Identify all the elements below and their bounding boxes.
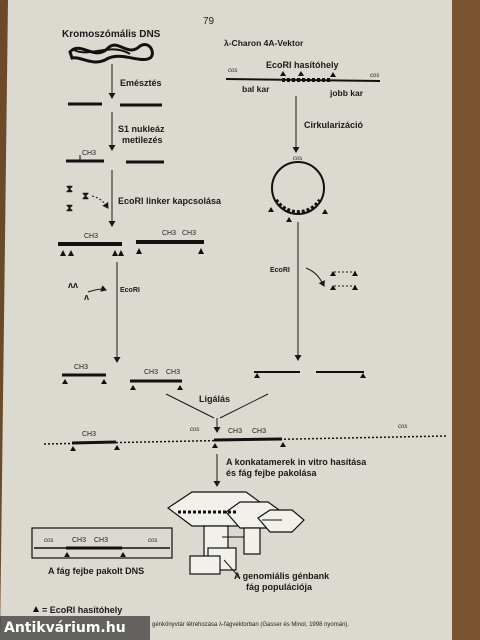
library-label-2: fág populációja: [246, 582, 313, 592]
ch3-label: CH3: [228, 428, 242, 435]
chromosomal-dna-strand: [73, 48, 131, 55]
packaging-label-1: A konkatamerek in vitro hasítása: [226, 457, 367, 467]
ch3-label: CH3: [166, 369, 180, 376]
phage-population: [166, 491, 305, 575]
stuffer-release-arrow: [305, 267, 325, 287]
step-methylation: metilezés: [122, 135, 163, 145]
phage-head-box: [31, 527, 173, 559]
linker-icon: ⧗: [66, 203, 73, 214]
cut-linker-icon: ᴧᴧ: [68, 280, 78, 290]
cos-label: cos: [370, 73, 379, 79]
cut-linker-icon: ᴧ: [84, 292, 89, 302]
circular-stuffer-region: [274, 198, 322, 215]
ecori-label-right: EcoRI: [270, 267, 290, 274]
packed-dna-label: A fág fejbe pakolt DNS: [48, 566, 144, 576]
left-arm-label: bal kar: [242, 84, 270, 94]
ecori-site-title: EcoRI hasítóhely: [266, 60, 339, 70]
circularization-label: Cirkularizáció: [304, 120, 364, 130]
ligation-line-right: [219, 393, 269, 419]
page-edge: [452, 0, 480, 640]
step-digestion: Emésztés: [120, 78, 162, 88]
ch3-label: CH3: [94, 537, 108, 544]
library-label-1: A genomiális génbank: [234, 571, 330, 581]
ch3-label: CH3: [82, 431, 96, 438]
cos-label: cos: [293, 156, 302, 162]
linker-icon: ⧗: [82, 191, 89, 202]
ligation-line-left: [165, 393, 215, 419]
cut-arrow: [87, 285, 107, 293]
vector-title: λ-Charon 4A-Vektor: [224, 38, 304, 48]
cos-label: cos: [44, 538, 53, 544]
ch3-label: CH3: [72, 537, 86, 544]
ch3-label: CH3: [182, 230, 196, 237]
ecori-site-markers: [280, 71, 336, 77]
ecori-site-markers: [330, 271, 358, 290]
concatemer-insert-2: [213, 437, 283, 442]
ch3-label: CH3: [252, 428, 266, 435]
legend-ecori: = EcoRI hasítóhely: [42, 605, 122, 615]
linker-icon: ⧗: [66, 184, 73, 195]
ch3-label: CH3: [74, 364, 88, 371]
library-pointer: [223, 559, 241, 579]
ch3-label: CH3: [82, 150, 96, 157]
concatemer-insert-1: [71, 440, 117, 445]
packaging-label-2: és fág fejbe pakolása: [226, 468, 318, 478]
paper-sheet: [0, 0, 460, 640]
ligation-label: Ligálás: [199, 394, 230, 404]
ch3-label: CH3: [162, 230, 176, 237]
linker-arrow: [91, 195, 109, 209]
step-linker-ligation: EcoRI linker kapcsolása: [118, 196, 222, 206]
right-arm-label: jobb kar: [329, 88, 364, 98]
figure-caption: génkönyvtár létrehozása λ-fágvektorban (…: [152, 622, 349, 628]
chromosomal-dna-title: Kromoszómális DNS: [62, 29, 161, 40]
watermark: Antikvárium.hu: [0, 616, 150, 640]
ch3-label: CH3: [84, 233, 98, 240]
ecori-label-left: EcoRI: [120, 287, 140, 294]
cos-label: cos: [190, 427, 199, 433]
ch3-label: CH3: [144, 369, 158, 376]
page-number: 79: [203, 16, 215, 27]
step-s1-nuclease: S1 nukleáz: [118, 124, 165, 134]
legend-triangle-icon: [33, 606, 39, 612]
cos-label: cos: [398, 424, 407, 430]
cos-label: cos: [228, 68, 237, 74]
cos-label: cos: [148, 538, 157, 544]
